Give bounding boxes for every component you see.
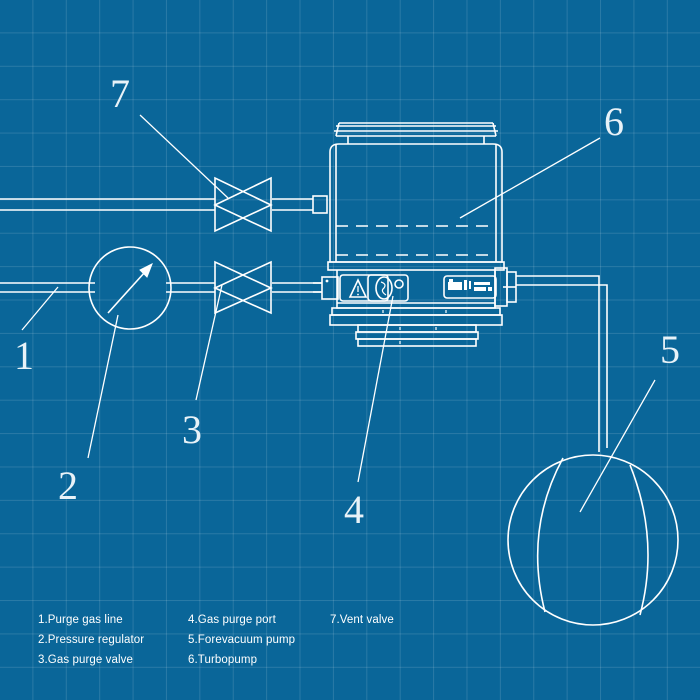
- legend-column-3: 7.Vent valve: [330, 610, 394, 630]
- vent-gas-line: [0, 198, 313, 211]
- turbopump[interactable]: [313, 122, 517, 347]
- legend-item: 6.Turbopump: [188, 654, 258, 666]
- vent-valve[interactable]: [213, 176, 273, 233]
- callout-4: 4: [344, 487, 364, 532]
- legend-column-2: 4.Gas purge port 5.Forevacuum pump 6.Tur…: [188, 610, 295, 670]
- callout-3: 3: [182, 407, 202, 452]
- forevacuum-pump[interactable]: [507, 454, 679, 626]
- purge-gas-line: [0, 282, 322, 293]
- forevacuum-line: [516, 275, 608, 452]
- turbopump-lower-collar: [327, 261, 505, 271]
- legend-item: 3.Gas purge valve: [38, 654, 134, 666]
- turbopump-base: [329, 307, 503, 326]
- gas-purge-port[interactable]: [313, 276, 339, 300]
- pressure-regulator[interactable]: [88, 246, 172, 330]
- callout-6: 6: [604, 99, 624, 144]
- turbopump-body: [329, 143, 503, 263]
- turbopump-nameplate: [443, 275, 497, 299]
- legend-item: 2.Pressure regulator: [38, 634, 145, 646]
- warning-triangle-icon: [339, 274, 389, 302]
- callout-2: 2: [58, 463, 78, 508]
- callout-7: 7: [110, 71, 130, 116]
- turbopump-pedestal: [355, 324, 479, 347]
- turbopump-exhaust-flange: [494, 267, 517, 307]
- legend-item: 7.Vent valve: [330, 614, 394, 626]
- turbopump-inlet-flange: [334, 122, 498, 144]
- callout-leaders: [21, 114, 656, 513]
- turbopump-rotor-dashed-band: [336, 225, 496, 256]
- legend-column-1: 1.Purge gas line 2.Pressure regulator 3.…: [38, 610, 144, 670]
- legend-item: 1.Purge gas line: [38, 614, 123, 626]
- vent-valve-port-fitting: [312, 195, 328, 214]
- purge-fitting-oval-icon: [367, 274, 409, 302]
- gas-purge-valve[interactable]: [213, 260, 273, 315]
- legend-item: 4.Gas purge port: [188, 614, 276, 626]
- legend-item: 5.Forevacuum pump: [188, 634, 296, 646]
- callout-1: 1: [14, 333, 34, 378]
- callout-5: 5: [660, 327, 680, 372]
